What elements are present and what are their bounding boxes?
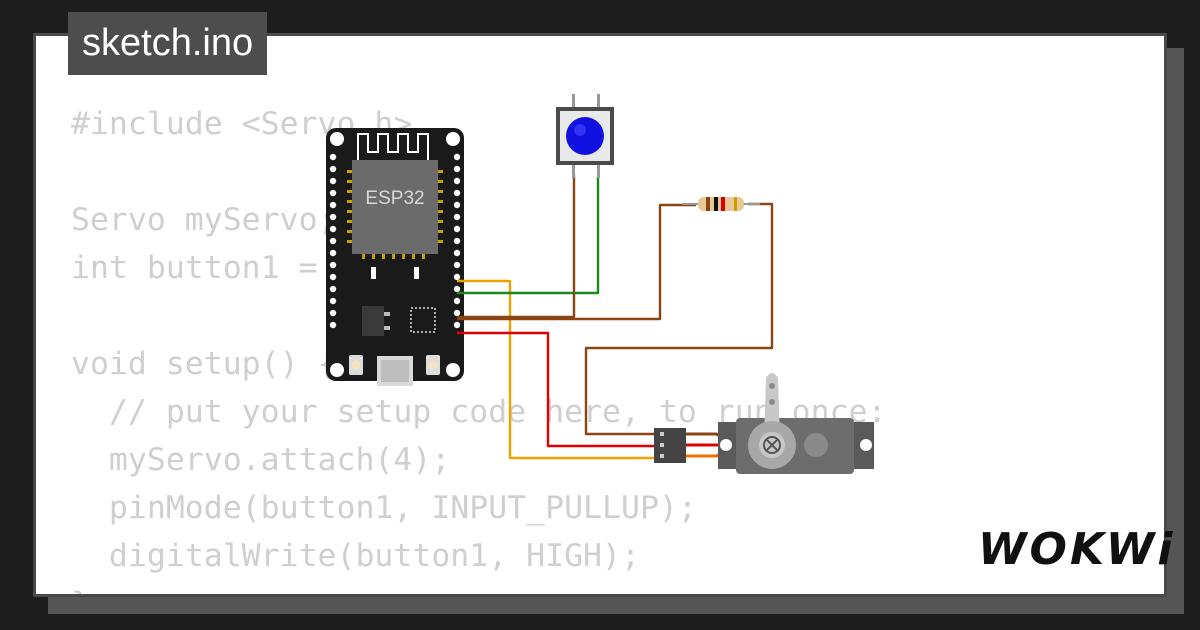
button-cap[interactable] (566, 117, 604, 155)
esp32-board[interactable]: ESP32 (326, 128, 464, 386)
wire-brown-servo (584, 202, 774, 436)
code-line: // put your setup code here, to run once… (71, 394, 887, 430)
wokwi-logo: WOKWi (978, 524, 1176, 575)
chip-label: ESP32 (365, 188, 424, 209)
right-pin-header (453, 153, 461, 329)
left-pin-header (329, 153, 337, 329)
resistor (682, 197, 760, 211)
wire-green (457, 175, 600, 295)
code-line: void setup() { (71, 346, 337, 382)
code-line: digitalWrite(button1, HIGH); (71, 538, 640, 574)
wire-orange (457, 279, 656, 460)
code-line: } (71, 580, 886, 594)
code-listing: #include <Servo.h>Servo myServo;int butt… (71, 100, 887, 594)
code-line: myServo.attach(4); (71, 442, 451, 478)
code-line: Servo myServo; (71, 202, 337, 238)
servo-motor[interactable] (718, 373, 874, 474)
wire-brown-button (457, 175, 576, 319)
module-pins (347, 170, 443, 259)
code-line: pinMode(button1, INPUT_PULLUP); (71, 490, 697, 526)
wire-brown-resistor (457, 203, 696, 321)
file-title-tab[interactable]: sketch.ino (68, 12, 268, 75)
wires (457, 175, 774, 460)
wire-red (457, 331, 656, 448)
pushbutton[interactable] (556, 94, 614, 178)
